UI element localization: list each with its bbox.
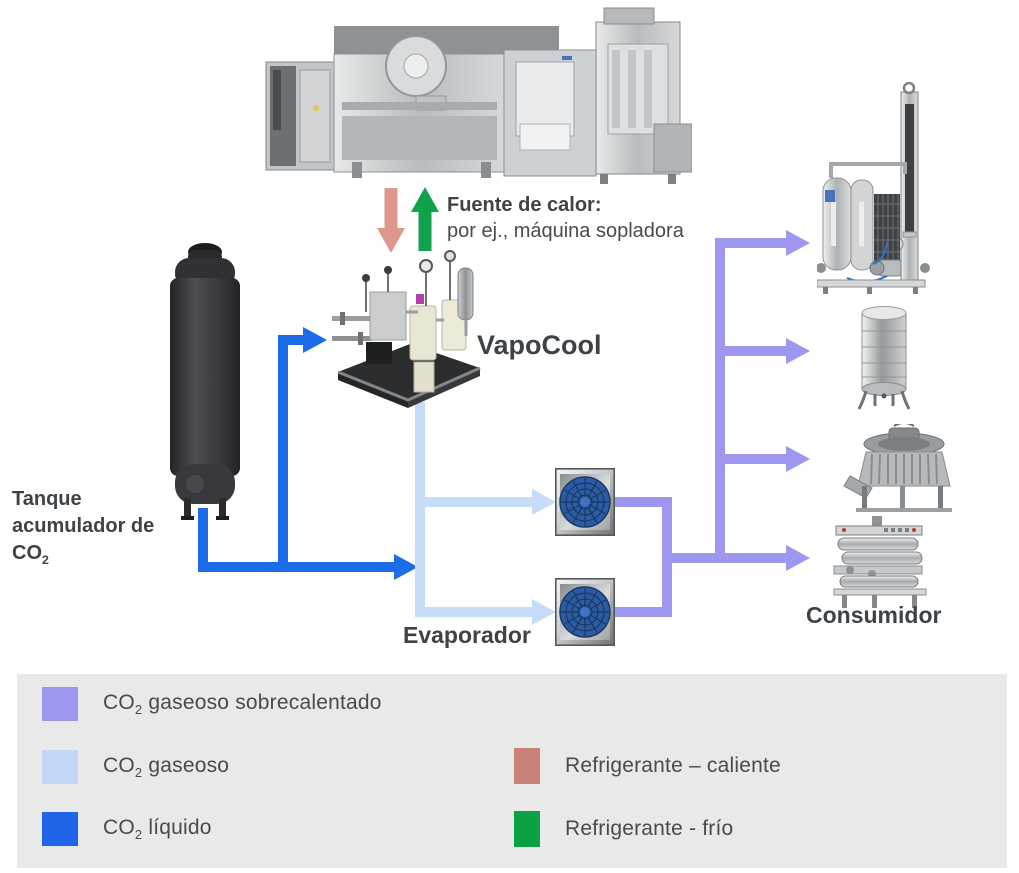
tank-label-line2: acumulador de [12,515,155,537]
consumer-carbonator-image [817,82,932,294]
legend-swatch-refrigerant-hot [514,748,540,784]
refrigerant-hot-arrow [377,188,405,253]
tank-label-line1: Tanque [12,488,82,510]
evaporator-label: Evaporador [403,622,531,648]
legend-item-co2-superheated: CO2 gaseoso sobrecalentado [42,687,382,721]
consumer-pasteurizer-image [832,516,928,608]
legend-label-co2-superheated: CO2 gaseoso sobrecalentado [103,690,382,718]
vapocool-label: VapoCool [477,330,602,360]
co2-superheated-flow [615,230,810,617]
legend-swatch-co2-liquid [42,812,78,846]
consumer-rotary-filler-image [842,424,966,516]
blow-molder-image [256,4,692,186]
consumer-buffer-tank-image [853,303,915,413]
legend-label-refrigerant-cold: Refrigerante - frío [565,817,734,840]
legend-item-co2-liquid: CO2 líquido [42,812,212,846]
legend-label-co2-gas: CO2 gaseoso [103,753,230,781]
consumer-label: Consumidor [806,602,942,628]
refrigerant-cold-arrow [411,187,439,251]
evaporator-unit-1-image [555,468,615,536]
legend-item-refrigerant-cold: Refrigerante - frío [514,811,733,847]
legend-swatch-co2-superheated [42,687,78,721]
legend-label-co2-liquid: CO2 líquido [103,815,212,843]
heat-source-title: Fuente de calor: [447,194,602,216]
legend-item-refrigerant-hot: Refrigerante – caliente [514,748,781,784]
heat-source-subtitle: por ej., máquina sopladora [447,220,684,242]
legend-label-refrigerant-hot: Refrigerante – caliente [565,754,781,777]
evaporator-unit-2-image [555,578,615,646]
vapocool-unit-image [330,250,485,412]
co2-liquid-flow [198,327,418,580]
legend-swatch-co2-gas [42,750,78,784]
legend-swatch-refrigerant-cold [514,811,540,847]
tank-label: Tanque acumulador de CO2 [12,486,154,574]
legend-panel: CO2 gaseoso sobrecalentado CO2 gaseoso C… [17,674,1007,868]
co2-tank-image [167,236,243,524]
tank-label-line3: CO2 [12,542,49,567]
co2-gas-flow [415,402,556,625]
legend-item-co2-gas: CO2 gaseoso [42,750,229,784]
